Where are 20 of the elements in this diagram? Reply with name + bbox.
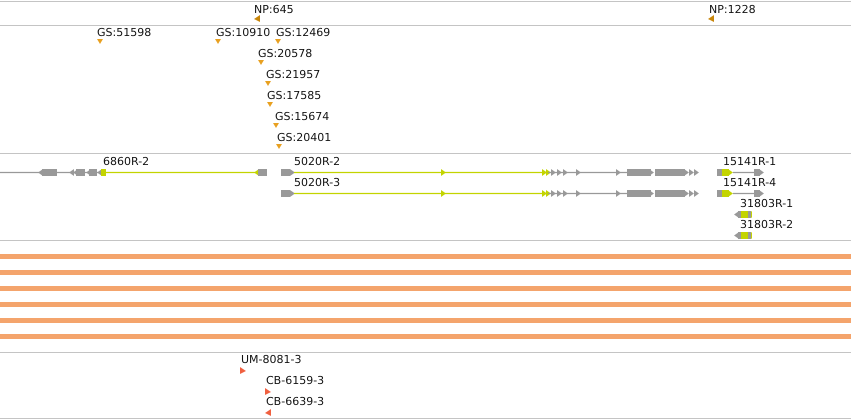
feature-label: CB-6159-3: [266, 374, 324, 387]
feature-label: GS:20401: [277, 131, 332, 144]
feature-label: 6860R-2: [103, 155, 150, 168]
feature-label: GS:20578: [258, 47, 312, 60]
feature-label: NP:645: [254, 3, 294, 16]
feature-label: GS:51598: [97, 26, 152, 39]
feature-label: NP:1228: [709, 3, 756, 16]
feature-label: GS:21957: [266, 68, 320, 81]
feature-label: CB-6639-3: [266, 395, 324, 408]
feature-label: 5020R-2: [294, 155, 340, 168]
feature-label: 5020R-3: [294, 176, 340, 189]
feature-label: 15141R-1: [723, 155, 776, 168]
feature-label: GS:10910: [216, 26, 270, 39]
feature-label: GS:12469: [276, 26, 330, 39]
feature-label: 31803R-2: [740, 218, 794, 231]
feature-label: 31803R-1: [740, 197, 794, 210]
feature-label: 15141R-4: [723, 176, 776, 189]
feature-label: GS:17585: [267, 89, 322, 102]
feature-label: GS:15674: [275, 110, 330, 123]
feature-label: UM-8081-3: [241, 353, 302, 366]
